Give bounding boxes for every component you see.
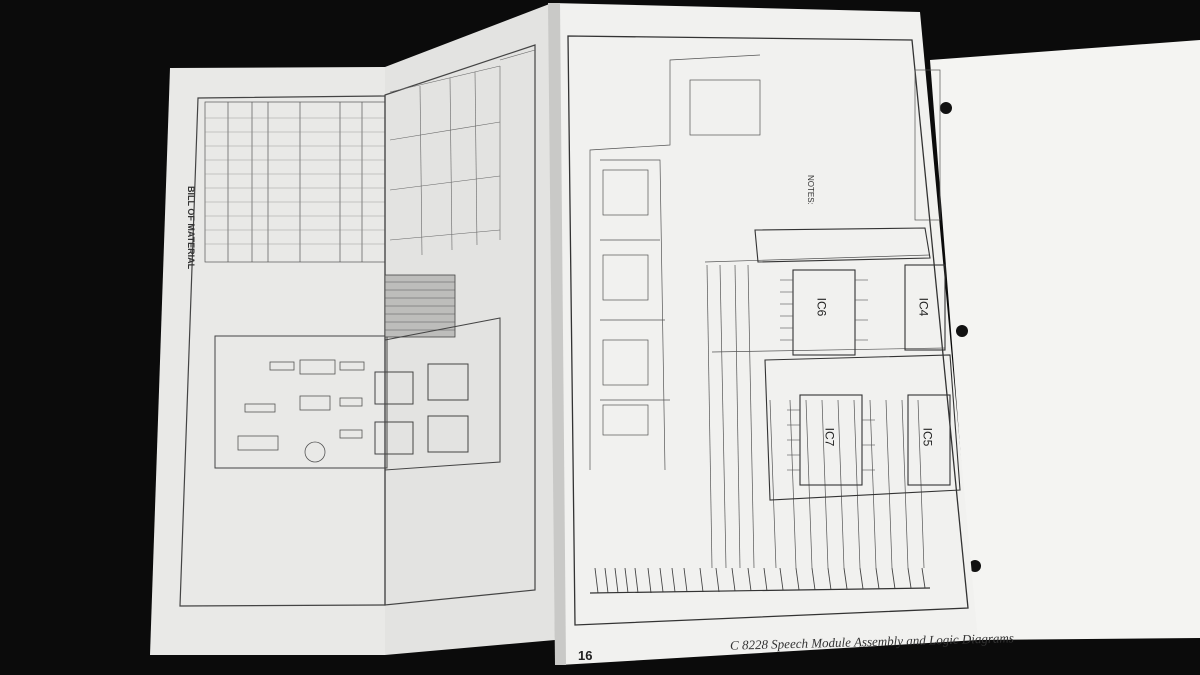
pcb-right-outline [384, 317, 501, 471]
main-page [552, 3, 978, 665]
connector-pins [594, 567, 926, 594]
analog-wires [589, 54, 761, 471]
schematic-ics [754, 227, 961, 501]
binder-hole [956, 325, 968, 337]
fold-shadow [548, 3, 566, 665]
bom-title: BILL OF MATERIAL [186, 186, 196, 270]
binder-hole [969, 560, 981, 572]
ic-label-ic5: IC5 [920, 427, 935, 447]
pcb-outline [214, 335, 388, 469]
right-title-strip [914, 69, 941, 221]
left-fold-page [385, 3, 555, 655]
blank-sheet [930, 40, 1200, 640]
ic-label-ic7: IC7 [822, 427, 837, 447]
schematic-border [567, 35, 969, 626]
ic-label-ic4: IC4 [916, 297, 931, 317]
ic-chips-left [374, 363, 469, 455]
ic-pin-stubs [780, 279, 875, 471]
ic-label-ic6: IC6 [814, 297, 829, 317]
notes-label: NOTES: [806, 175, 815, 205]
connector-bar [589, 587, 931, 594]
binder-hole [940, 102, 952, 114]
page-number: 16 [578, 648, 593, 663]
pcb-components [237, 359, 365, 463]
left-page [150, 67, 385, 655]
fold-table [389, 49, 536, 256]
bus-lines [704, 254, 946, 569]
